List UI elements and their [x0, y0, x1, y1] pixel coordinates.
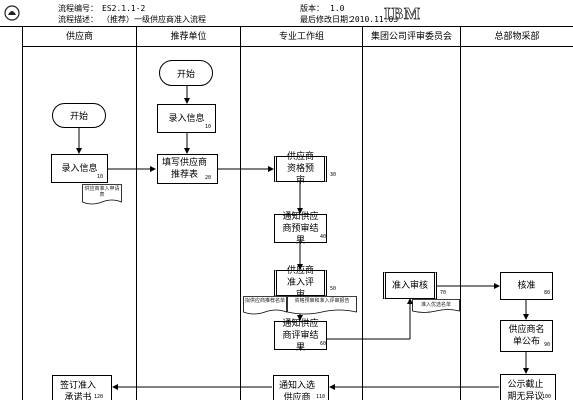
step-number: 90: [544, 342, 551, 348]
step-number: 20: [205, 175, 212, 181]
lane-divider-3: [362, 26, 363, 400]
lane-title-supplier: 供应商: [65, 32, 93, 42]
step-fill-recommend-form: 填写供应商推荐表: [157, 154, 218, 184]
doc-supplier-application: 供应商准入申请表: [84, 186, 120, 198]
step-approve: 核准: [500, 272, 553, 300]
version-value: 1.0: [330, 4, 345, 13]
step-number: 50: [330, 286, 337, 292]
header-divider: [0, 26, 573, 27]
document-icon: [287, 296, 357, 315]
document-icon: [243, 296, 287, 315]
step-number: 100: [542, 394, 552, 400]
lane-title-work-group: 专业工作组: [278, 32, 324, 42]
company-logo-icon: [4, 5, 20, 21]
step-number: 80: [544, 290, 551, 296]
lane-divider-2: [240, 26, 241, 400]
start-node-recommender: 开始: [159, 60, 213, 86]
step-notify-review-result: 通知供应商评审结果: [274, 319, 327, 353]
step-number: 10: [205, 124, 212, 130]
modified-label: 最后修改日期：: [300, 15, 356, 24]
version-label: 版本：: [300, 4, 324, 13]
step-sign-commitment: 签订准入承诺书: [52, 375, 112, 400]
step-enter-info-supplier: 录入信息: [51, 154, 108, 183]
start-node-supplier: 开始: [52, 103, 106, 128]
step-number: 60: [320, 341, 327, 347]
step-notify-prequal-result: 通知供应商预审结果: [274, 212, 327, 246]
document-icon: [412, 299, 460, 313]
step-publish-list: 供应商名单公布: [500, 320, 553, 352]
step-notify-selected: 通知入选供应商: [273, 375, 329, 400]
step-deadline-no-objection: 公示截止期无异议: [500, 374, 556, 400]
step-number: 30: [330, 172, 337, 178]
step-supplier-admission-review: 供应商准入评审: [274, 266, 327, 300]
step-supplier-prequal: 供应商资格预审: [274, 152, 327, 186]
process-desc-value: （推荐）一级供应商准入流程: [102, 15, 206, 24]
modified-value: 2010.11.03: [350, 15, 399, 24]
doc-qualification-report: 资格预审和准入评审报告: [294, 298, 350, 304]
lane-divider-left: [22, 26, 23, 400]
process-desc-label: 流程描述：: [58, 15, 98, 24]
lane-title-review-committee: 集团公司评审委员会: [370, 32, 452, 42]
doc-preferred-list: 准入优选名单: [420, 302, 451, 308]
lane-divider-4: [460, 26, 461, 400]
step-number: 40: [320, 234, 327, 240]
step-admission-audit: 准入审核: [383, 272, 437, 299]
step-number: 70: [440, 290, 447, 296]
ibm-logo: IBM: [384, 4, 421, 24]
step-enter-info-recommender: 录入信息: [157, 104, 216, 133]
process-no-label: 流程编号：: [58, 4, 98, 13]
step-number: 120: [94, 394, 104, 400]
lane-title-procurement: 总部物采部: [494, 32, 540, 42]
doc-recommend-list: 拟供应商推荐名单: [244, 298, 285, 304]
document-icon: [82, 184, 122, 205]
lane-divider-1: [136, 26, 137, 400]
lane-title-recommender: 推荐单位: [170, 32, 207, 42]
lane-header-divider: [23, 46, 573, 47]
process-no-value: ES2.1.1-2: [102, 4, 146, 13]
step-number: 10: [97, 174, 104, 180]
step-number: 110: [316, 394, 326, 400]
